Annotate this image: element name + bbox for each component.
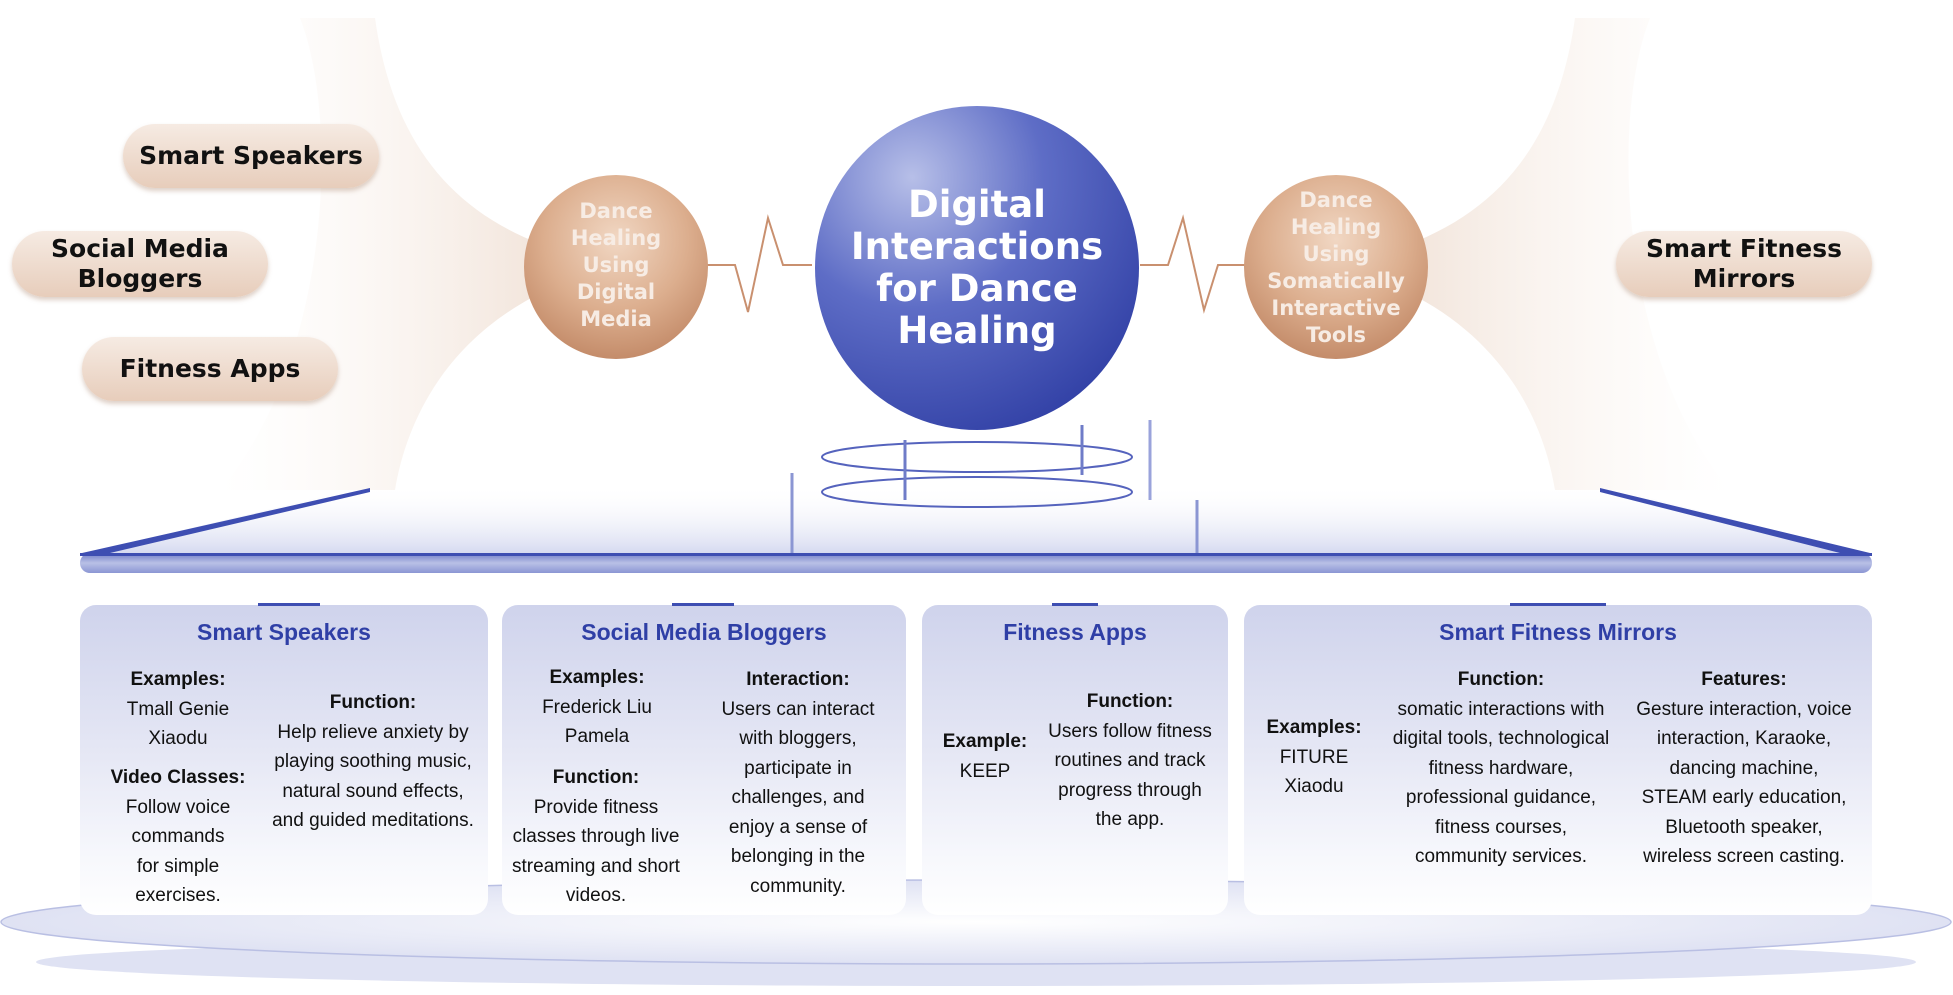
function-heading: Function: (552, 767, 640, 788)
interaction-heading: Interaction: (746, 669, 850, 690)
card-social-media-bloggers: Social Media Bloggers Examples: Frederic… (502, 603, 906, 915)
examples-block: Examples: FITURE Xiaodu (1250, 713, 1378, 802)
function-heading: Function: (1457, 669, 1545, 690)
features-heading: Features: (1701, 669, 1787, 690)
card-tab-marker (1510, 603, 1606, 606)
example-item: Pamela (564, 726, 630, 747)
function-text: Users follow fitness routines and track … (1048, 720, 1212, 831)
function-block: Function: Users follow fitness routines … (1040, 687, 1220, 835)
card-tab-marker (258, 603, 320, 606)
card-fitness-apps: Fitness Apps Example: KEEP Function: Use… (922, 603, 1228, 915)
examples-block: Examples: Tmall Genie Xiaodu (88, 665, 268, 754)
features-text: Gesture interaction, voice interaction, … (1636, 698, 1852, 868)
card-title: Fitness Apps (1003, 619, 1147, 645)
card-title: Social Media Bloggers (581, 619, 827, 645)
right-circle-label: Dance Healing Using Somatically Interact… (1267, 187, 1405, 347)
card-smart-fitness-mirrors: Smart Fitness Mirrors Examples: FITURE X… (1244, 603, 1872, 915)
examples-heading: Examples: (549, 667, 645, 688)
examples-heading: Examples: (130, 669, 226, 690)
example-heading: Example: (942, 731, 1028, 752)
center-circle-title: Digital Interactions for Dance Healing (850, 183, 1104, 352)
example-item: KEEP (959, 760, 1011, 782)
function-block: Function: Help relieve anxiety by playin… (268, 688, 478, 836)
pill-fitness-apps: Fitness Apps (82, 337, 338, 401)
function-heading: Function: (1086, 691, 1174, 712)
video-classes-heading: Video Classes: (110, 767, 246, 788)
interaction-block: Interaction: Users can interact with blo… (698, 665, 898, 901)
card-title: Smart Fitness Mirrors (1439, 619, 1677, 645)
example-item: Frederick Liu (542, 696, 652, 718)
interaction-text: Users can interact with bloggers, partic… (721, 698, 875, 897)
pill-social-media-bloggers: Social Media Bloggers (12, 231, 268, 297)
example-item: Xiaodu (1284, 776, 1344, 797)
features-block: Features: Gesture interaction, voice int… (1624, 665, 1864, 872)
example-item: FITURE (1279, 746, 1349, 768)
card-title: Smart Speakers (197, 619, 371, 645)
example-block: Example: KEEP (930, 727, 1040, 786)
function-block: Function: Provide fitness classes throug… (508, 763, 684, 911)
examples-heading: Examples: (1266, 717, 1362, 738)
left-circle-label: Dance Healing Using Digital Media (570, 198, 662, 331)
card-smart-speakers: Smart Speakers Examples: Tmall Genie Xia… (80, 603, 488, 915)
function-text: somatic interactions with digital tools,… (1392, 698, 1610, 868)
example-item: Tmall Genie (126, 698, 230, 720)
card-tab-marker (1052, 603, 1098, 606)
function-block: Function: somatic interactions with digi… (1378, 665, 1624, 872)
pill-smart-fitness-mirrors: Smart Fitness Mirrors (1616, 231, 1872, 297)
examples-block: Examples: Frederick Liu Pamela (502, 663, 692, 752)
example-item: Xiaodu (148, 728, 208, 749)
function-text: Provide fitness classes through live str… (512, 796, 680, 907)
card-tab-marker (672, 603, 734, 606)
pill-smart-speakers: Smart Speakers (123, 124, 379, 188)
function-heading: Function: (329, 692, 417, 713)
video-classes-block: Video Classes: Follow voice commands for… (88, 763, 268, 911)
video-classes-text: Follow voice commands for simple exercis… (125, 796, 231, 907)
function-text: Help relieve anxiety by playing soothing… (272, 721, 474, 832)
